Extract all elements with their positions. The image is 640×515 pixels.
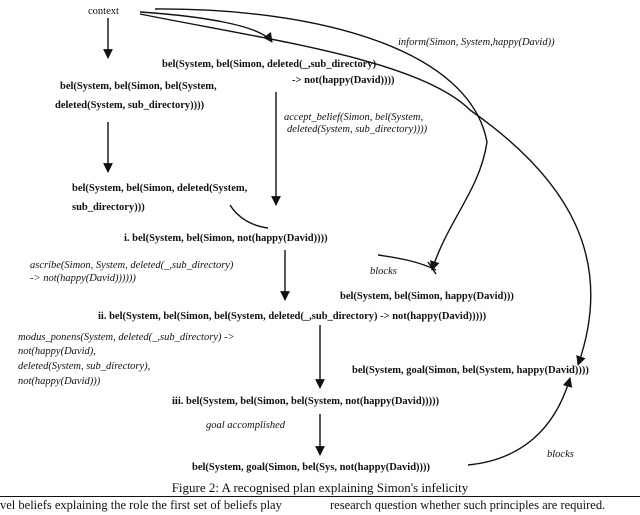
label-inform: inform(Simon, System,happy(David)) (398, 37, 555, 48)
label-modus-ponens-line2: not(happy(David), (18, 346, 96, 357)
node-left1-line2: deleted(System, sub_directory)))) (55, 100, 205, 111)
label-accept-line2: deleted(System, sub_directory)))) (287, 124, 428, 135)
node-iii: iii. bel(System, bel(Simon, bel(System, … (172, 396, 440, 407)
node-context: context (88, 6, 119, 17)
node-bel-simon-happy: bel(System, bel(Simon, happy(David))) (340, 291, 514, 302)
arrow-context-to-goal-right (139, 13, 592, 366)
arrow-context-to-right1 (139, 11, 273, 43)
node-ii: ii. bel(System, bel(Simon, bel(System, d… (98, 311, 487, 322)
node-i: i. bel(System, bel(Simon, not(happy(Davi… (124, 233, 328, 244)
node-left1-line1: bel(System, bel(Simon, bel(System, (60, 81, 217, 92)
body-text-right: research question whether such principle… (330, 498, 606, 512)
node-goal-bottom: bel(System, goal(Simon, bel(Sys, not(hap… (192, 462, 431, 473)
caption-rule (0, 496, 640, 497)
label-modus-ponens-line1: modus_ponens(System, deleted(_,sub_direc… (18, 332, 235, 343)
label-ascribe-line1: ascribe(Simon, System, deleted(_,sub_dir… (30, 260, 234, 271)
body-text-left: vel beliefs explaining the role the firs… (0, 498, 282, 512)
node-right1-line1: bel(System, bel(Simon, deleted(_,sub_dir… (162, 59, 377, 70)
label-modus-ponens-line3: deleted(System, sub_directory), (18, 361, 150, 372)
blocks-top-bar (427, 261, 437, 275)
node-left2-line1: bel(System, bel(Simon, deleted(System, (72, 183, 248, 194)
label-ascribe-line2: -> not(happy(David)))))) (30, 273, 136, 284)
node-left2-line2: sub_directory))) (72, 202, 145, 213)
label-goal-accomplished: goal accomplished (206, 420, 286, 431)
arrow-context-to-bsh (154, 8, 488, 271)
label-accept-line1: accept_belief(Simon, bel(System, (284, 112, 423, 123)
node-goal-right: bel(System, goal(Simon, bel(System, happ… (352, 365, 589, 376)
figure-caption: Figure 2: A recognised plan explaining S… (171, 480, 469, 495)
arrow-left2-to-i (229, 204, 269, 229)
node-right1-line2: -> not(happy(David)))) (292, 75, 395, 86)
arrow-goal-bottom-blocks (467, 377, 573, 466)
label-blocks-top: blocks (370, 266, 397, 277)
label-modus-ponens-line4: not(happy(David))) (18, 376, 101, 387)
label-blocks-bottom: blocks (547, 449, 574, 460)
